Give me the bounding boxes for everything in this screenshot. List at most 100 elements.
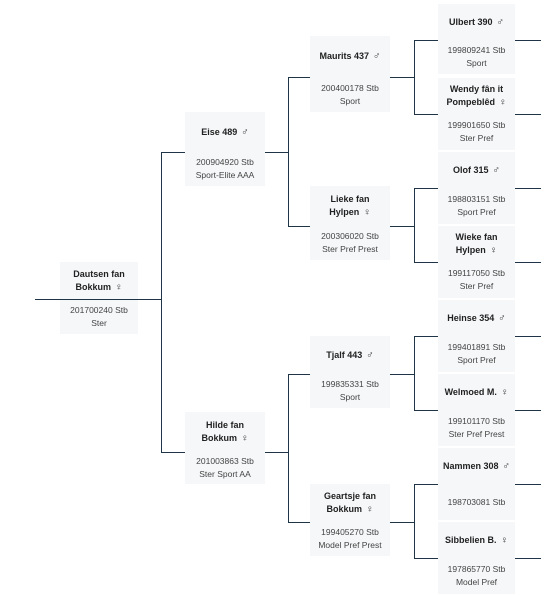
studbook-number: 198703081 Stb	[447, 496, 506, 507]
female-icon: ♀	[363, 207, 371, 218]
horse-name[interactable]: Wendy fân it Pompeblêd♀	[438, 78, 515, 114]
studbook-number: 199809241 Stb	[447, 45, 506, 55]
female-icon: ♀	[489, 245, 498, 256]
connector-line	[390, 521, 414, 523]
studbook-number: 197865770 Stb	[447, 564, 506, 574]
connector-line	[265, 151, 288, 153]
connector-line	[287, 77, 289, 226]
male-icon: ♂	[373, 51, 381, 62]
connector-line	[414, 187, 438, 189]
predicate-status: Sport-Elite AAA	[195, 170, 255, 180]
studbook-number: 199117050 Stb	[447, 268, 506, 278]
horse-name-text: Nammen 308	[442, 460, 499, 471]
male-icon: ♂	[366, 349, 374, 361]
connector-line	[515, 409, 541, 411]
horse-name-text: Hilde fan Bokkum	[201, 420, 244, 443]
male-icon: ♂	[241, 126, 249, 138]
horse-name[interactable]: Wieke fan Hylpen♀	[438, 226, 515, 262]
horse-name[interactable]: Sibbelien B.♀	[438, 522, 515, 558]
female-icon: ♀	[115, 281, 123, 293]
studbook-number: 199835331 Stb	[321, 379, 379, 389]
male-icon: ♂	[496, 16, 505, 28]
studbook-number: 200400178 Stb	[321, 82, 379, 93]
horse-name-text: Heinse 354	[447, 312, 495, 323]
predicate-status: Model Pref Prest	[318, 540, 382, 550]
predicate-status: Sport Pref	[457, 355, 496, 365]
horse-card-dds[interactable]: Nammen 308♂ 198703081 Stb	[438, 448, 515, 520]
connector-line	[515, 261, 541, 263]
predicate-status: Ster Pref Prest	[448, 429, 505, 439]
horse-name[interactable]: Lieke fan Hylpen♀	[310, 186, 390, 226]
horse-name-text: Wieke fan Hylpen	[455, 232, 498, 255]
horse-name[interactable]: Heinse 354♂	[438, 300, 515, 336]
horse-name-text: Tjalf 443	[326, 349, 363, 360]
predicate-status: Ster Sport AA	[199, 469, 251, 479]
connector-line	[414, 335, 438, 337]
studbook-number: 200904920 Stb	[196, 157, 254, 167]
female-icon: ♀	[500, 386, 509, 398]
horse-name-text: Geartsje fan Bokkum	[323, 491, 377, 514]
connector-line	[288, 521, 310, 523]
horse-name-text: Olof 315	[452, 164, 489, 175]
connector-line	[161, 151, 185, 153]
connector-line	[414, 39, 438, 41]
studbook-number: 200306020 Stb	[321, 231, 379, 241]
horse-name[interactable]: Eise 489♂	[185, 112, 265, 152]
connector-line	[414, 483, 438, 485]
horse-name[interactable]: Hilde fan Bokkum♀	[185, 412, 265, 452]
studbook-number: 201700240 Stb	[70, 304, 128, 315]
connector-line	[413, 40, 415, 114]
connector-line	[515, 187, 541, 189]
connector-line	[390, 225, 414, 227]
predicate-status: Ster Pref	[459, 281, 494, 291]
horse-name[interactable]: Dautsen fan Bokkum♀	[60, 262, 138, 299]
horse-name[interactable]: Olof 315♂	[438, 152, 515, 188]
connector-line	[288, 225, 310, 227]
horse-name[interactable]: Maurits 437♂	[310, 36, 390, 77]
horse-name[interactable]: Welmoed M.♀	[438, 374, 515, 410]
predicate-status: Sport Pref	[457, 207, 496, 217]
connector-line	[515, 39, 541, 41]
studbook-number: 201003863 Stb	[196, 456, 254, 466]
connector-line	[390, 76, 414, 78]
horse-name[interactable]: Geartsje fan Bokkum♀	[310, 484, 390, 522]
connector-line	[413, 336, 415, 410]
horse-name[interactable]: Ulbert 390♂	[438, 4, 515, 40]
horse-name-text: Lieke fan Hylpen	[329, 194, 370, 217]
horse-name[interactable]: Tjalf 443♂	[310, 336, 390, 374]
horse-name-text: Maurits 437	[319, 51, 370, 61]
female-icon: ♀	[500, 534, 509, 546]
female-icon: ♀	[366, 504, 374, 515]
predicate-status: Ster Pref Prest	[322, 244, 378, 254]
female-icon: ♀	[499, 97, 507, 108]
connector-line	[515, 557, 541, 559]
connector-line	[414, 113, 438, 115]
horse-name-text: Eise 489	[201, 126, 238, 137]
connector-line	[515, 113, 541, 115]
horse-name[interactable]: Nammen 308♂	[438, 448, 515, 484]
